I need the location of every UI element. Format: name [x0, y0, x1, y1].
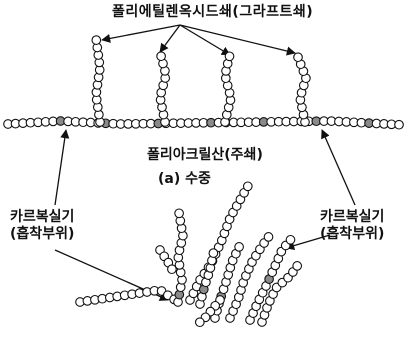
adsorption-site-text: (흡착부위) — [320, 226, 385, 242]
tangle-bead — [174, 208, 184, 219]
main-chain-label: 폴리아크릴산(주쇄) — [147, 147, 263, 163]
carboxyl-arrow — [285, 234, 331, 251]
figure-caption: (a) 수중 — [158, 171, 211, 187]
carboxyl-label-right: 카르복실기 (흡착부위) — [320, 210, 384, 244]
carboxyl-group-text: 카르복실기 — [10, 209, 75, 225]
carboxyl-label-left: 카르복실기 (흡착부위) — [10, 210, 74, 244]
carboxyl-arrow — [54, 129, 70, 206]
tangle-bead — [194, 317, 205, 328]
tangle-bead — [242, 181, 253, 192]
tangle-bead — [292, 261, 303, 271]
polymer-beads — [3, 35, 404, 328]
graft-chain-label: 폴리에틸렌옥시드쇄(그라프트쇄) — [112, 4, 314, 20]
graft-arrow — [159, 24, 181, 53]
graft-arrow — [179, 24, 296, 56]
graft-chain-bead — [91, 35, 102, 45]
pointer-arrows — [54, 24, 356, 301]
tangle-bead — [234, 242, 244, 252]
graft-arrow — [101, 24, 181, 43]
carboxyl-group-text: 카르복실기 — [320, 209, 385, 225]
tangle-bead — [263, 232, 274, 242]
graft-chain-bead — [293, 52, 303, 63]
main-chain-bead — [394, 119, 404, 130]
tangle-bead — [167, 264, 177, 275]
adsorption-site-text: (흡착부위) — [10, 226, 75, 242]
tangle-bead — [285, 234, 296, 245]
graft-chain-bead — [156, 51, 166, 62]
graft-chain-bead — [224, 51, 235, 62]
tangle-bead — [208, 248, 219, 258]
carboxyl-arrow — [321, 129, 356, 206]
graft-arrow — [179, 24, 231, 56]
